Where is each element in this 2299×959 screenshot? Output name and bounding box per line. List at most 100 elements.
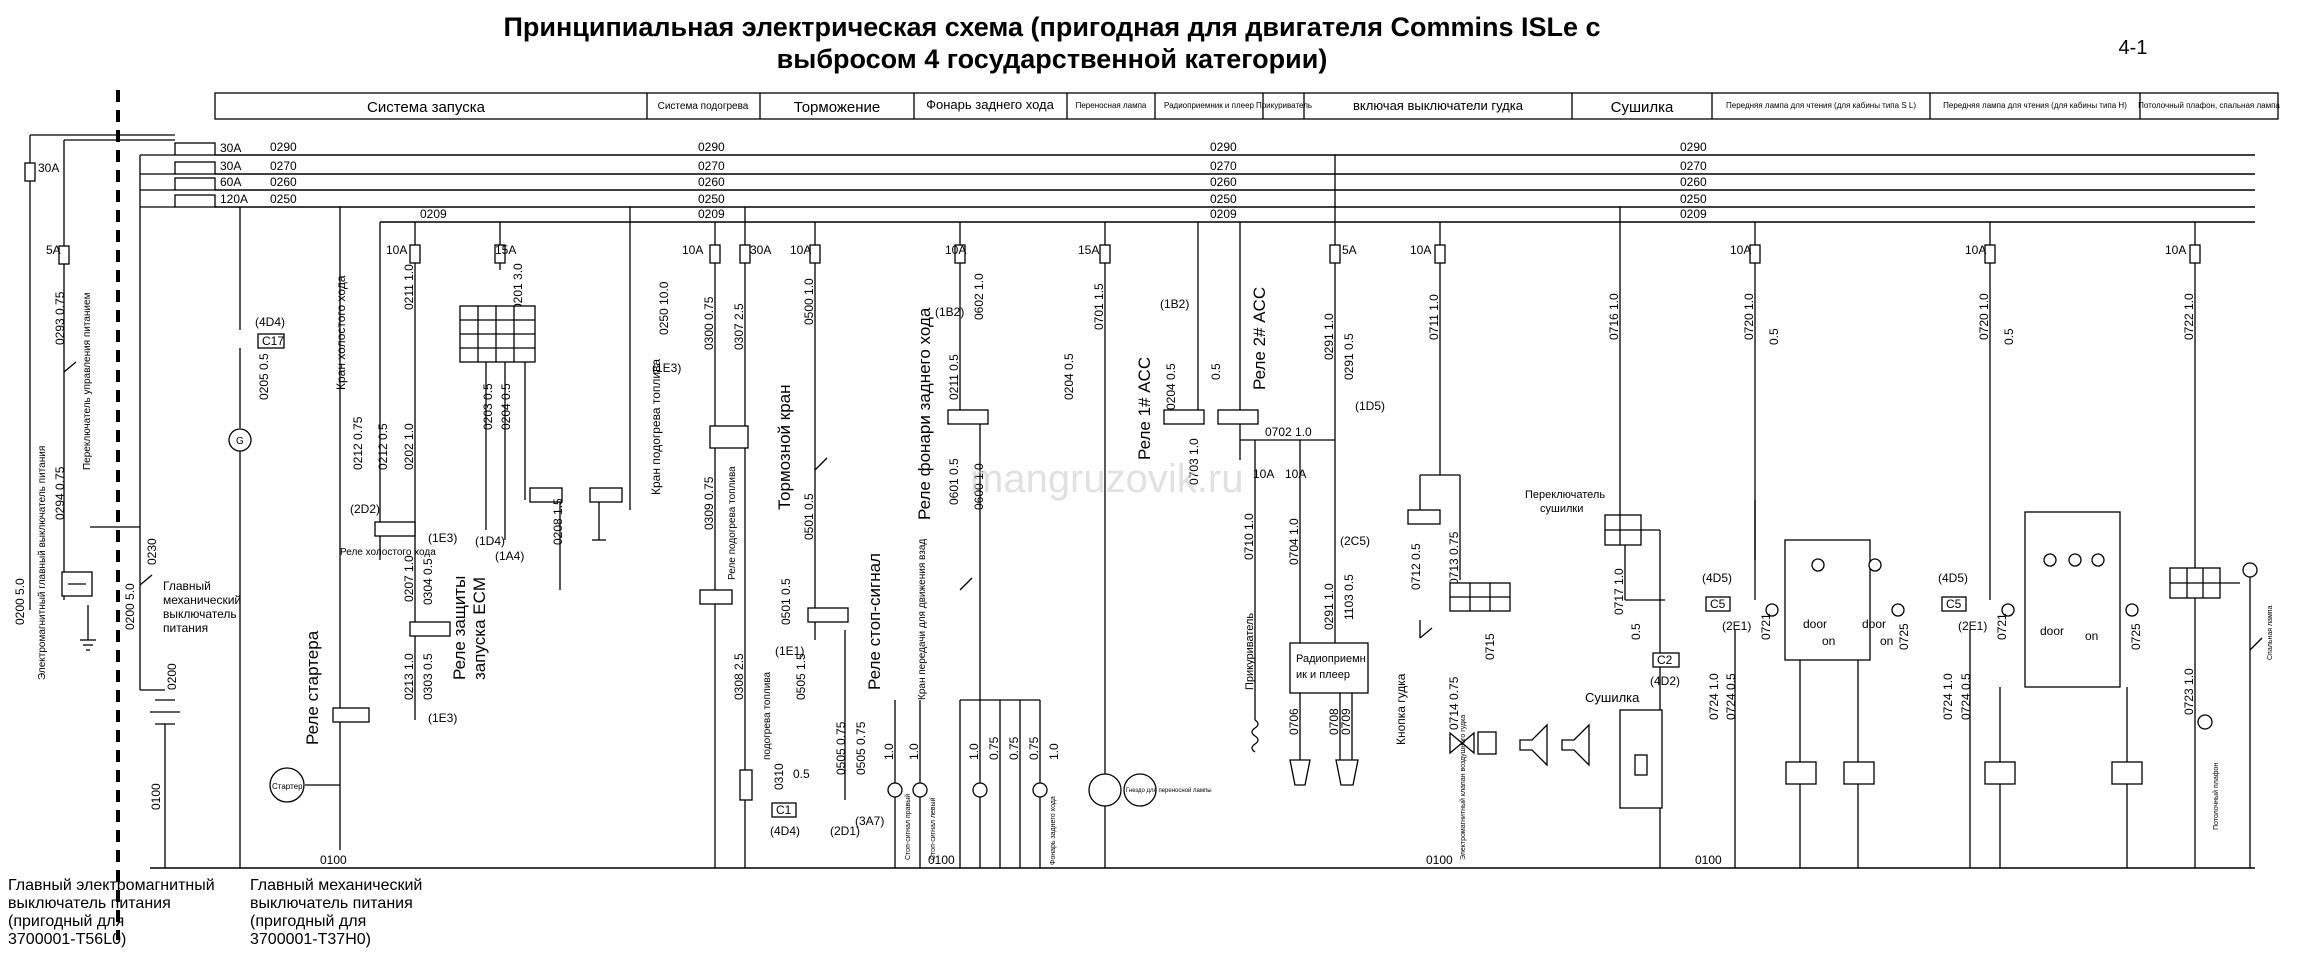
fuse-10a-horn-label: 10A — [1410, 243, 1431, 257]
dryer-switch-label-2: сушилки — [1540, 503, 1583, 515]
fuel-heater — [739, 769, 753, 801]
section-radio: Радиоприемник и плеер — [1164, 101, 1255, 110]
ground-label-1: 0100 — [320, 853, 347, 867]
ref-2e1-sl: (2E1) — [1722, 619, 1751, 633]
reading-lamp-sl-system: 10A 0720 1.0 0.5 (4D5) C5 (2E1) 0724 1.0… — [1702, 222, 1911, 868]
wire-0715: 0715 — [1483, 633, 1497, 660]
wire-05-h: 0.5 — [2002, 328, 2016, 345]
wire-0309: 0309 0.75 — [702, 476, 716, 530]
connector-c1-label: C1 — [776, 803, 792, 817]
fuse-10a-reverse — [954, 244, 966, 264]
section-reading-lamp-h: Передняя лампа для чтения (для кабины ти… — [1943, 101, 2127, 110]
fuse-5a-left-label: 5A — [46, 243, 61, 257]
bus-label-0209-c: 0209 — [1210, 207, 1237, 221]
bus-label-0260-b: 0260 — [698, 175, 725, 189]
main-fuse-label: 30A — [38, 161, 59, 175]
bus-label-0270-a: 0270 — [270, 159, 297, 173]
wire-0706: 0706 — [1287, 708, 1301, 735]
wire-0724-h-b: 0724 0.5 — [1959, 673, 1973, 720]
wire-0294: 0294 0.75 — [53, 466, 67, 520]
reverse-w4: 0.75 — [1027, 736, 1041, 760]
heating-system: 0250 10.0 (1E3) Кран подогрева топлива 1… — [629, 207, 810, 868]
wire-0709: 0709 — [1339, 708, 1353, 735]
connector-c5-sl — [1705, 596, 1731, 612]
fuse-30a-heat-label: 30A — [750, 243, 771, 257]
bus-fuse-label-4: 120A — [220, 192, 248, 206]
title-line-2: выбросом 4 государственной категории) — [777, 44, 1328, 74]
acc-relay-2-label: Реле 2# ACC — [1250, 287, 1269, 390]
ground-label-3: 0100 — [1426, 853, 1453, 867]
wire-05-radio: 0.5 — [1209, 363, 1223, 380]
section-ceiling-lamp: Потолочный плафон, спальная лампа — [2138, 101, 2280, 110]
fuse-15a-portable-label: 15A — [1078, 243, 1099, 257]
ground-label-2: 0100 — [928, 853, 955, 867]
wire-0291-b: 0291 0.5 — [1342, 333, 1356, 380]
reading-lamp-h-system: 10A 0720 1.0 0.5 (4D5) C5 (2E1) 0724 1.0… — [1938, 222, 2143, 868]
main-power-switch-section: 30A 5A 0293 0.75 Переключатель управлени… — [13, 90, 241, 940]
brake-wire-1a: 1.0 — [882, 743, 896, 760]
wire-0725-sl: 0725 — [1897, 623, 1911, 650]
horn-1 — [1519, 723, 1548, 767]
fuse-10a-read-sl — [1749, 244, 1761, 264]
reverse-w5: 1.0 — [1047, 743, 1061, 760]
wire-0207: 0207 1.0 — [402, 555, 416, 602]
wire-0200-a: 0200 5.0 — [13, 578, 27, 625]
main-fuse — [24, 162, 36, 182]
fuse-5a-radio-label: 5A — [1342, 243, 1357, 257]
horn-button-label: Кнопка гудка — [1394, 673, 1408, 745]
wire-0724-sl-b: 0724 0.5 — [1724, 673, 1738, 720]
wire-0211-reverse: 0211 0.5 — [947, 354, 961, 400]
connector-c17 — [257, 333, 285, 349]
fuse-10a-start-label: 10A — [386, 243, 407, 257]
wire-0212-b: 0212 0.5 — [376, 423, 390, 470]
reverse-valve-label: Кран передачи для движения взад — [917, 539, 928, 700]
read-h-lamp-1 — [2001, 603, 2015, 617]
wire-0304: 0304 0.5 — [421, 558, 435, 605]
on-h: on — [2085, 629, 2098, 643]
wire-0722: 0722 1.0 — [2182, 293, 2196, 340]
ref-2e1-h: (2E1) — [1958, 619, 1987, 633]
bus-label-0209-a: 0209 — [420, 207, 447, 221]
fuel-heater-relay — [699, 589, 733, 605]
ref-1e3-b: (1E3) — [428, 711, 457, 725]
bus-label-0250-d: 0250 — [1680, 192, 1707, 206]
wire-0205: 0205 0.5 — [257, 353, 271, 400]
brake-lamp-2-label: Стоп-сигнал левый — [929, 797, 937, 860]
wire-0710: 0710 1.0 — [1242, 513, 1256, 560]
brake-lamp-1 — [887, 782, 903, 798]
idle-relay — [374, 521, 416, 537]
read-sl-frame — [1784, 539, 1871, 661]
bus-label-0260-c: 0260 — [1210, 175, 1237, 189]
wire-0310-b: 0.5 — [793, 767, 810, 781]
radio-label-2: ик и плеер — [1296, 669, 1350, 681]
acc-relay-1 — [1163, 409, 1205, 425]
mech-note-line-3: (пригодный для — [250, 913, 366, 930]
wire-0720-h: 0720 1.0 — [1977, 293, 1991, 340]
fuel-heater-relay-label: Реле подогрева топлива — [727, 466, 738, 580]
connector-c1 — [771, 802, 797, 818]
mech-note-line-2: выключатель питания — [250, 895, 413, 912]
ref-1e1: (1E1) — [775, 644, 804, 658]
idle-valve-label: Кран холостого хода — [334, 275, 348, 390]
wire-0601: 0601 0.5 — [947, 458, 961, 505]
ground-label-4: 0100 — [1695, 853, 1722, 867]
section-header-bar: Система запуска Система подогрева Тормож… — [214, 92, 2280, 120]
wire-0100-left: 0100 — [149, 783, 163, 810]
radio-player — [1289, 642, 1369, 694]
horn-valve-a — [1449, 731, 1464, 755]
starter — [269, 767, 305, 803]
connector-c2 — [1652, 652, 1680, 668]
wire-0293: 0293 0.75 — [53, 291, 67, 345]
idle-relay-label: Реле холостого хода — [340, 547, 436, 558]
section-lighter: Прикуриватель — [1256, 101, 1312, 110]
section-bar-frame — [214, 92, 2279, 120]
reverse-lamp-2 — [1032, 782, 1048, 798]
connector-c5-h — [1941, 596, 1967, 612]
ceiling-lamp-label: Потолочный плафон — [2212, 763, 2220, 830]
starter-relay-label: Реле стартера — [303, 630, 322, 745]
ref-4d2: (4D2) — [1650, 674, 1680, 688]
speaker-right — [1335, 759, 1359, 786]
wire-0303: 0303 0.5 — [421, 653, 435, 700]
sleeping-lamp — [2242, 562, 2258, 578]
ceiling-lamp — [2197, 714, 2213, 730]
